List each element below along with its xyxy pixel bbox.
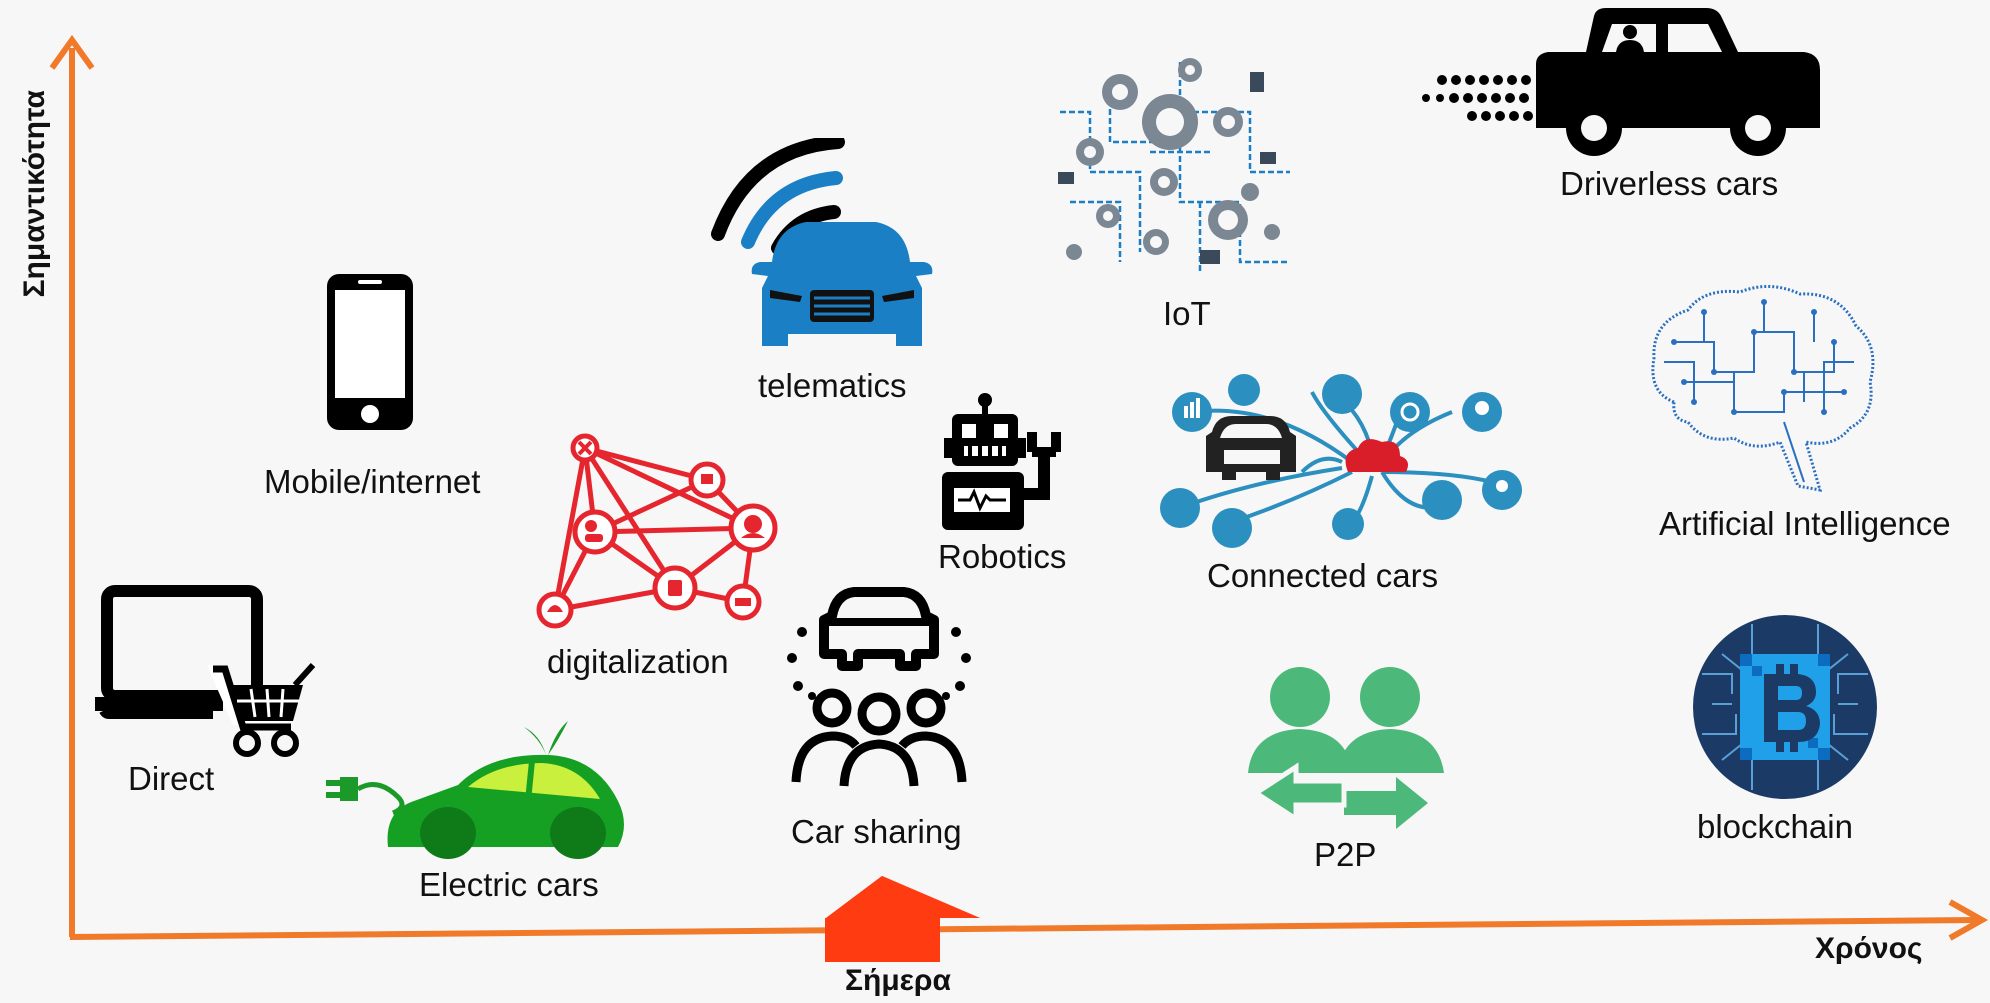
p2p-label: P2P: [1314, 836, 1377, 873]
smartphone-icon: [327, 274, 413, 430]
bitcoin-chip-icon: [1693, 615, 1877, 799]
connected-cars-label: Connected cars: [1207, 557, 1439, 594]
electric-cars-label: Electric cars: [419, 866, 599, 903]
x-axis-label: Χρόνος: [1815, 932, 1923, 965]
electric-car-icon: [326, 721, 624, 859]
network-icon: [536, 433, 778, 629]
ai-label: Artificial Intelligence: [1659, 505, 1951, 542]
y-axis-label: Σημαντικότητα: [18, 90, 51, 298]
p2p-users-icon: [1248, 667, 1444, 829]
today-label: Σήμερα: [845, 964, 951, 997]
blockchain-label: blockchain: [1697, 808, 1853, 845]
connected-cars-cloud-icon: [1160, 374, 1522, 548]
car-sharing-label: Car sharing: [791, 813, 962, 850]
laptop-cart-icon: [95, 585, 315, 757]
robot-icon: [942, 393, 1061, 530]
driverless-car-icon: [1422, 8, 1820, 156]
telematics-label: telematics: [758, 367, 907, 404]
iot-label: IoT: [1163, 295, 1211, 332]
y-axis-line: [49, 34, 95, 937]
connected-car-wifi-icon: [711, 138, 933, 346]
circuit-brain-icon: [1651, 285, 1875, 492]
driverless-cars-label: Driverless cars: [1560, 165, 1779, 202]
robotics-label: Robotics: [938, 538, 1067, 575]
mobile-label: Mobile/internet: [264, 463, 481, 500]
today-arrow-icon: [825, 876, 980, 962]
digitalization-label: digitalization: [547, 643, 729, 680]
x-axis-line: [69, 899, 1989, 941]
direct-label: Direct: [128, 760, 215, 797]
iot-gears-icon: [1058, 58, 1290, 272]
car-sharing-icon: [787, 587, 971, 787]
